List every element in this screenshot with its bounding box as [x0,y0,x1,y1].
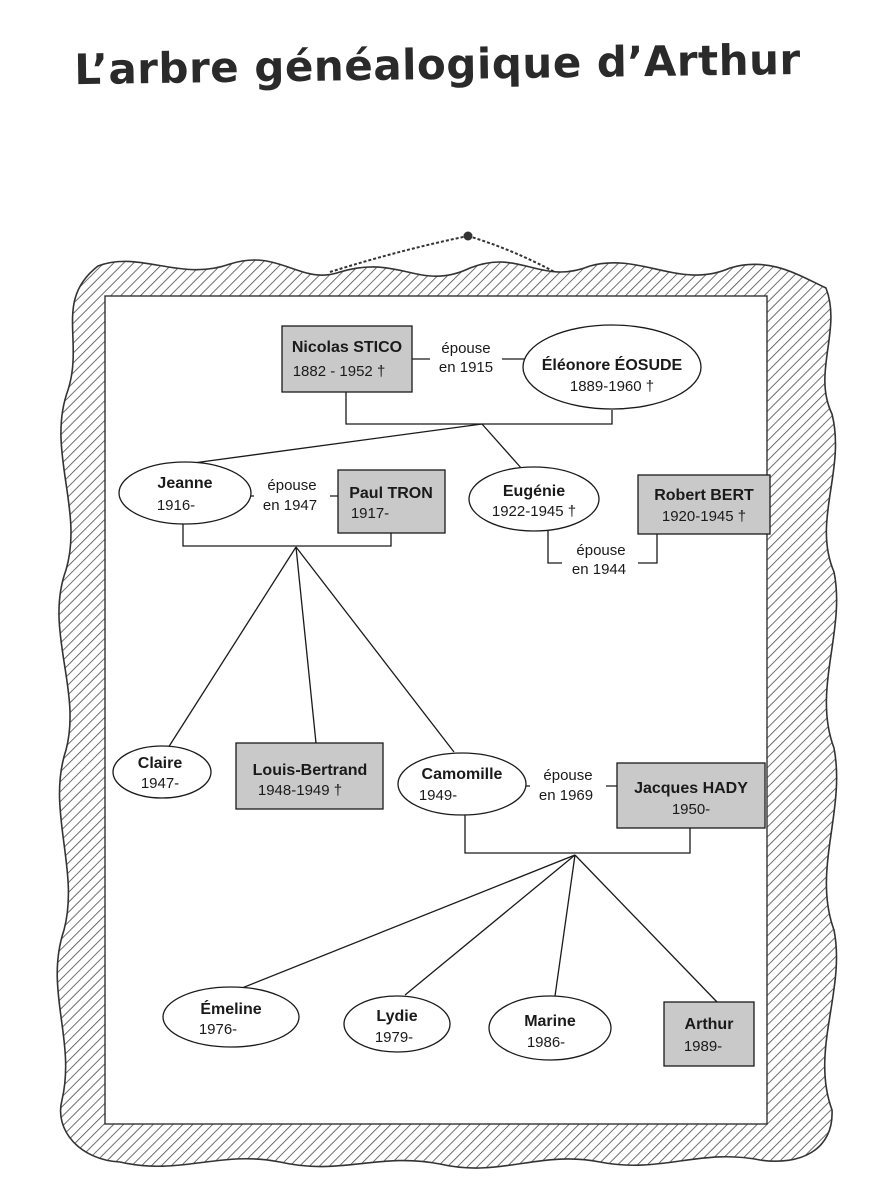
marriage-label-line2: en 1915 [439,359,493,376]
person-paul: Paul TRON 1917- [337,469,446,534]
marriage-label-1944: épouse en 1944 [562,542,638,578]
person-name: Claire [138,755,183,772]
child-line-arthur [574,854,718,1003]
person-name: Louis-Bertrand [253,762,368,779]
child-line-emeline [231,854,576,993]
person-robert: Robert BERT 1920-1945 † [637,474,771,535]
couple-bracket-3 [464,814,691,854]
person-eugenie: Eugénie 1922-1945 † [468,466,600,532]
person-dates: 1949- [419,787,457,804]
person-dates: 1947- [141,775,179,792]
person-nicolas: Nicolas STICO 1882 - 1952 † [281,325,413,393]
person-name: Marine [524,1013,576,1030]
person-dates: 1948-1949 † [258,782,342,799]
marriage-label-line2: en 1944 [572,561,626,578]
marriage-label-line2: en 1969 [539,787,593,804]
person-dates: 1976- [199,1021,237,1038]
person-name: Lydie [376,1008,417,1025]
person-dates: 1979- [375,1029,413,1046]
child-line-louis [295,546,317,744]
person-name: Robert BERT [654,487,754,504]
child-line-lydie [404,854,576,996]
person-dates: 1986- [527,1034,565,1051]
person-dates: 1882 - 1952 † [293,363,386,380]
marriage-label-1915: épouse en 1915 [430,340,502,378]
person-jacques: Jacques HADY 1950- [616,762,766,829]
person-dates: 1889-1960 † [570,378,654,395]
marriage-label-line1: épouse [441,340,490,357]
person-name: Émeline [200,999,261,1018]
person-name: Jacques HADY [634,780,748,797]
person-dates: 1916- [157,497,195,514]
child-line-eugenie [481,423,523,470]
hanging-cord [329,231,563,277]
child-line-camomille [295,546,455,753]
person-name: Arthur [685,1016,734,1033]
child-line-marine [554,854,576,997]
person-eleonore: Éléonore ÉOSUDE 1889-1960 † [522,324,702,410]
person-jeanne: Jeanne 1916- [118,461,252,525]
marriage-label-line1: épouse [576,542,625,559]
child-line-claire [167,546,297,749]
person-dates: 1950- [672,801,710,818]
marriage-label-line1: épouse [267,477,316,494]
person-arthur: Arthur 1989- [663,1001,755,1067]
marriage-label-line1: épouse [543,767,592,784]
person-marine: Marine 1986- [488,995,612,1061]
person-camomille: Camomille 1949- [397,752,527,816]
person-name: Jeanne [157,475,212,492]
person-dates: 1922-1945 † [492,503,576,520]
marriage-label-1969: épouse en 1969 [530,766,606,804]
person-name: Eugénie [503,483,565,500]
person-lydie: Lydie 1979- [343,995,451,1053]
person-name: Éléonore ÉOSUDE [542,355,683,374]
marriage-label-1947: épouse en 1947 [254,477,330,516]
person-claire: Claire 1947- [112,745,212,799]
couple-bracket-2 [182,522,392,547]
person-name: Paul TRON [349,485,433,502]
child-line-jeanne [185,423,483,465]
person-dates: 1920-1945 † [662,508,746,525]
person-name: Nicolas STICO [292,339,402,356]
person-louis: Louis-Bertrand 1948-1949 † [235,742,384,810]
person-dates: 1917- [351,505,389,522]
person-name: Camomille [422,766,503,783]
marriage-label-line2: en 1947 [263,497,317,514]
person-dates: 1989- [684,1038,722,1055]
person-emeline: Émeline 1976- [162,986,300,1048]
